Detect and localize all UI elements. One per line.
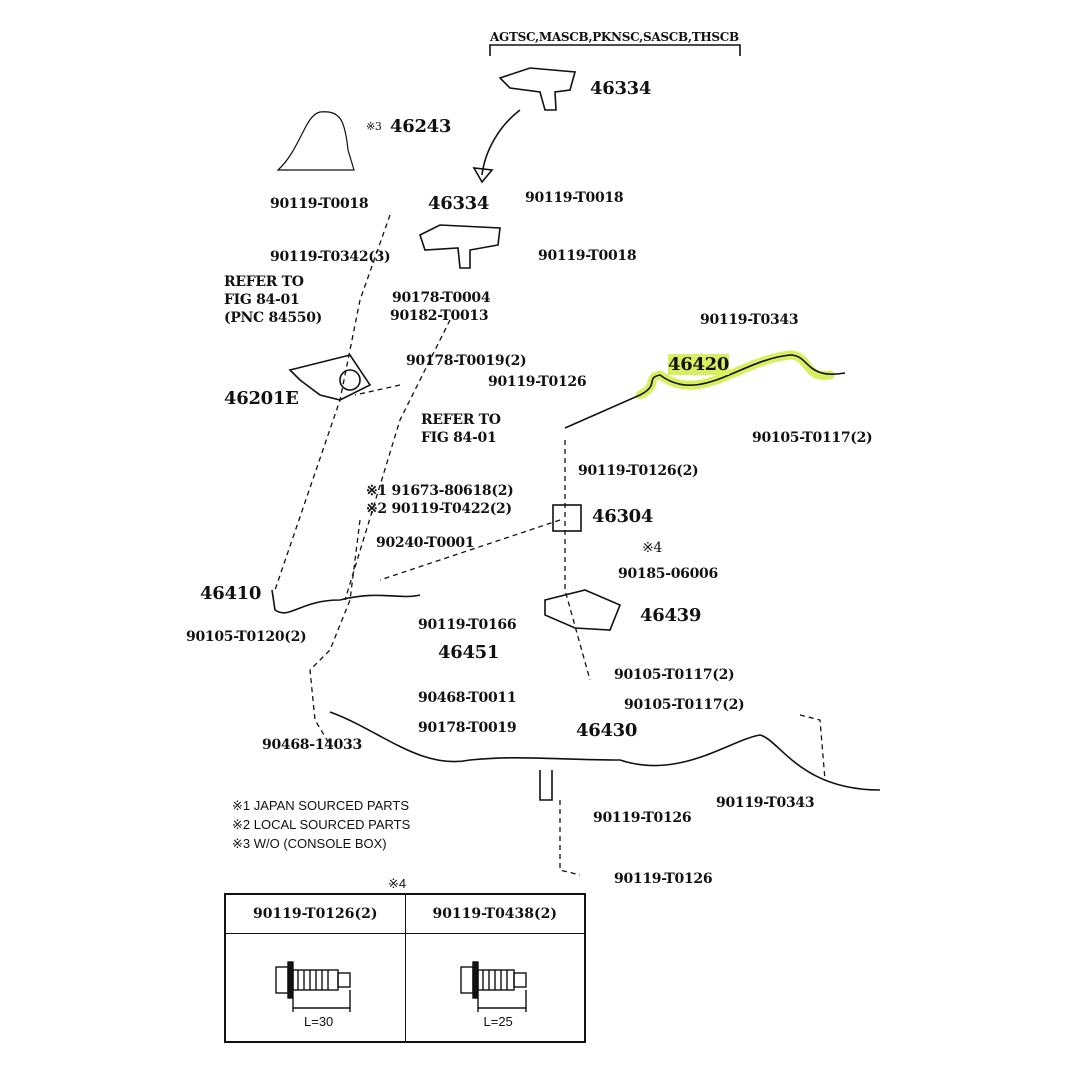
- part-label: 46243: [390, 116, 452, 137]
- cable-46410: [271, 589, 421, 614]
- bolt-illustration-cell: L=30: [224, 933, 406, 1043]
- part-label: 46430: [576, 720, 638, 741]
- bolt-table: 90119-T0126(2) 90119-T0438(2) L=30: [224, 893, 586, 1043]
- bracket-46304: [552, 504, 582, 532]
- part-label: 90105-T0117(2): [614, 667, 735, 683]
- part-label: 46451: [438, 642, 500, 663]
- part-label: 90105-T0117(2): [752, 430, 873, 446]
- reference-label: REFER TO: [224, 274, 304, 290]
- reference-label: FIG 84-01: [224, 292, 300, 308]
- bolt-part-number: 90119-T0438(2): [404, 893, 586, 934]
- part-label: 90468-14033: [262, 737, 362, 753]
- part-label: 90119-T0342(3): [270, 249, 391, 265]
- part-label: 46410: [200, 583, 262, 604]
- part-label: 90119-T0126: [488, 374, 587, 390]
- header-bracket: [489, 44, 741, 56]
- part-label: 90178-T0019: [418, 720, 517, 736]
- console-cover-46243: [276, 111, 355, 171]
- bolt-length: L=30: [304, 1014, 334, 1029]
- lever-46201E: [288, 354, 372, 401]
- note-ref: ※3: [366, 120, 382, 133]
- part-label: 90119-T0166: [418, 617, 517, 633]
- part-label-highlighted: 46420: [668, 354, 730, 375]
- cable-46430: [329, 711, 881, 791]
- reference-label: (PNC 84550): [224, 310, 322, 326]
- part-label: ※2 90119-T0422(2): [366, 501, 512, 517]
- part-label: ※1 91673-80618(2): [366, 483, 514, 499]
- bolt-illustration-cell: L=25: [404, 933, 586, 1043]
- part-label: 90178-T0019(2): [406, 353, 527, 369]
- part-label: 90178-T0004: [392, 290, 491, 306]
- bolt-table-title: ※4: [388, 876, 407, 891]
- plate-46439: [544, 589, 622, 631]
- arrow: [481, 109, 521, 176]
- part-label: 90240-T0001: [376, 535, 475, 551]
- part-label: 46304: [592, 506, 654, 527]
- legend-note: ※1 JAPAN SOURCED PARTS: [232, 798, 410, 813]
- note-ref: ※4: [642, 540, 663, 556]
- legend-note: ※3 W/O (CONSOLE BOX): [232, 836, 387, 851]
- part-label: 46201E: [224, 388, 299, 409]
- bolt-icon: [275, 961, 351, 1012]
- part-label: 46334: [428, 193, 490, 214]
- bolt-length: L=25: [483, 1014, 513, 1029]
- part-label: 46439: [640, 605, 702, 626]
- part-label: 90119-T0018: [270, 196, 369, 212]
- part-label: 90182-T0013: [390, 308, 489, 324]
- legend-note: ※2 LOCAL SOURCED PARTS: [232, 817, 411, 832]
- reference-label: REFER TO: [421, 412, 501, 428]
- part-label: 90119-T0343: [700, 312, 799, 328]
- part-label: 90119-T0126(2): [578, 463, 699, 479]
- part-label: 90119-T0018: [525, 190, 624, 206]
- part-label: 90105-T0117(2): [624, 697, 745, 713]
- bracket-46334-top: [498, 67, 577, 111]
- reference-label: FIG 84-01: [421, 430, 497, 446]
- part-label: 90119-T0126: [593, 810, 692, 826]
- part-label: 90468-T0011: [418, 690, 517, 706]
- bolt-part-number: 90119-T0126(2): [224, 893, 406, 934]
- part-label: 90185-06006: [618, 566, 718, 582]
- part-label: 90119-T0343: [716, 795, 815, 811]
- part-label: 90119-T0018: [538, 248, 637, 264]
- bracket-46334: [419, 224, 501, 269]
- bolt-icon: [459, 961, 527, 1012]
- variant-header: AGTSC,MASCB,PKNSC,SASCB,THSCB: [490, 30, 739, 44]
- part-label: 90105-T0120(2): [186, 629, 307, 645]
- part-label: 90119-T0126: [614, 871, 713, 887]
- part-label: 46334: [590, 78, 652, 99]
